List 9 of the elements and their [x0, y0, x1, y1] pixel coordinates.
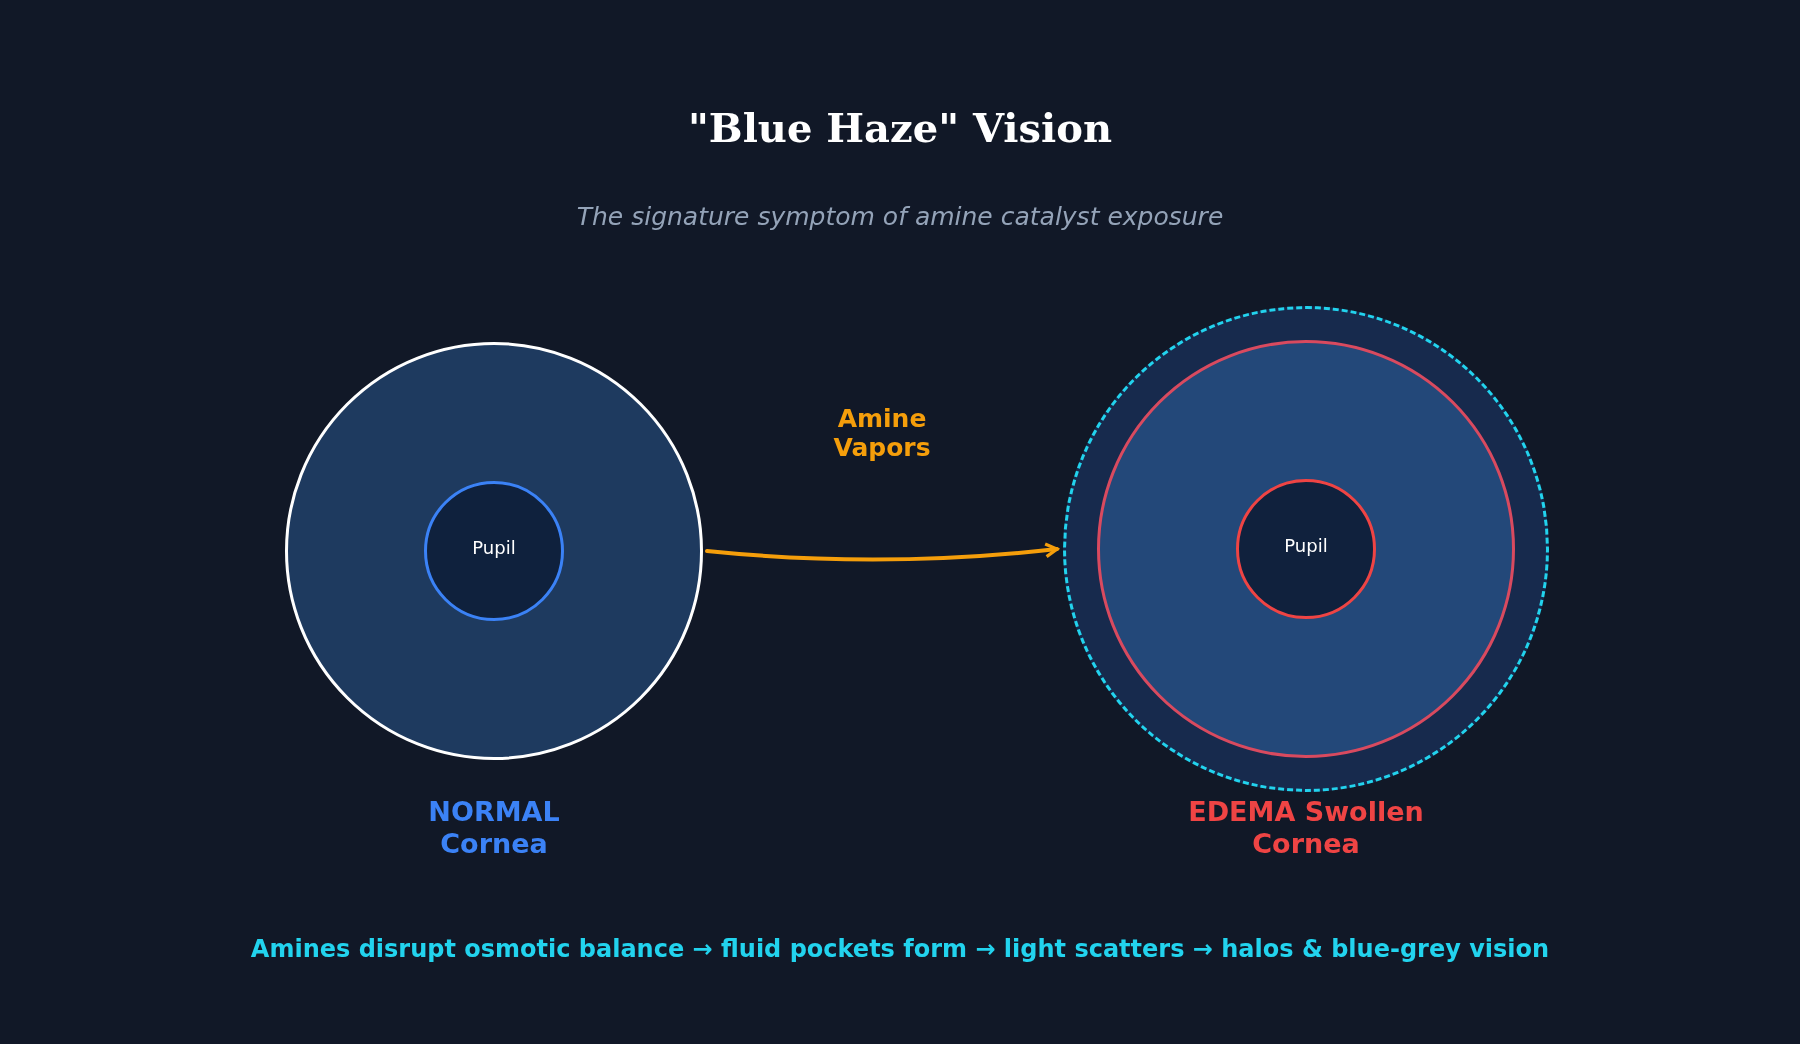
curved-arrow	[705, 542, 1059, 562]
cornea-caption: EDEMA Swollen Cornea	[1187, 796, 1425, 860]
pupil-label: Pupil	[472, 536, 516, 558]
pupil-label: Pupil	[1284, 534, 1328, 556]
subtitle: The signature symptom of amine catalyst exposure	[575, 202, 1225, 231]
caption: Amines disrupt osmotic balance → fluid pockets form → light scatters → halos & blue-grey vision	[249, 935, 1551, 963]
cornea-caption: NORMAL Cornea	[427, 796, 561, 860]
edge-label: Amine Vapors	[832, 404, 932, 462]
title: "Blue Haze" Vision	[687, 104, 1113, 151]
